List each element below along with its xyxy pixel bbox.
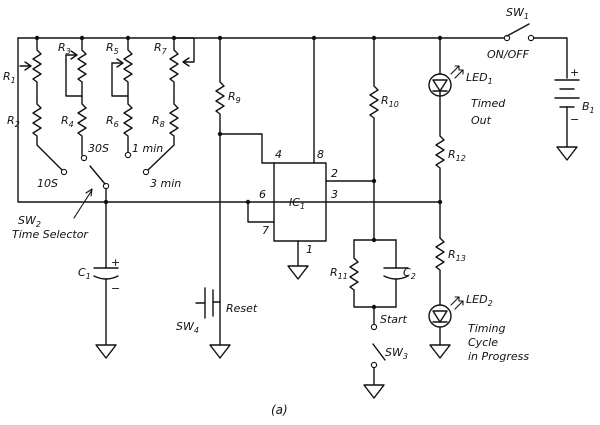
r7-potentiometer[interactable] [169,37,195,99]
c1-label: C1 [78,266,91,281]
capacitor-c1 [93,201,119,359]
label-1min: 1 min [132,142,163,155]
r2-resistor [32,97,68,176]
r6-label: R6 [106,114,119,129]
led2-label: LED2 [466,293,493,308]
r8-resistor [142,97,179,176]
battery-b1 [554,79,580,161]
cycle-label: Cycle [468,336,498,349]
r4-label: R4 [61,114,74,129]
label-10s: 10S [37,177,58,190]
r7-label: R7 [154,41,168,56]
pin-4: 4 [275,148,282,161]
r5-potentiometer[interactable] [111,37,133,97]
r11-resistor [349,239,397,308]
pin-7: 7 [262,224,269,237]
r10-resistor [369,37,379,241]
led1-timed-out [428,37,464,97]
led2-timing-cycle [428,296,464,359]
timed-label: Timed [471,97,506,110]
r3-label: R3 [58,41,71,56]
c2-label: C2 [403,266,416,281]
r12-label: R12 [448,148,466,163]
sw4-label: SW4 [176,320,199,335]
r2-label: R2 [7,114,20,129]
capacitor-c2 [383,239,409,308]
reset-label: Reset [226,302,258,315]
r3-potentiometer[interactable] [65,37,87,97]
r8-label: R8 [152,114,165,129]
b1-label: B1 [582,100,595,115]
sw4-reset-button[interactable] [195,287,231,359]
c1-plus: + [111,256,120,269]
r4-resistor [77,95,88,162]
sw3-start-switch[interactable] [363,306,386,399]
r12-resistor [435,95,445,239]
battery-minus: − [570,113,579,126]
label-3min: 3 min [150,177,181,190]
sw2-label: SW2 [18,214,41,229]
timing-label: Timing [468,322,506,335]
r1-label: R1 [3,70,16,85]
r13-label: R13 [448,248,466,263]
time-selector-label: Time Selector [12,228,89,241]
pin-6: 6 [259,188,266,201]
sw3-label: SW3 [385,346,408,361]
r9-resistor [215,37,225,303]
label-30s: 30S [88,142,109,155]
r9-label: R9 [228,90,241,105]
on-off-label: ON/OFF [487,48,530,61]
c1-minus: − [111,282,120,295]
sw1-on-off-switch[interactable] [503,23,568,79]
out-label: Out [471,114,492,127]
sw1-label: SW1 [506,6,529,21]
led1-label: LED1 [466,71,493,86]
ic1-label: IC1 [289,196,305,211]
top-rail [17,35,508,203]
start-label: Start [380,313,408,326]
r5-label: R5 [106,41,119,56]
r1-potentiometer[interactable] [19,37,42,99]
r6-resistor [123,95,133,159]
r13-resistor [435,237,445,306]
figure-caption: (a) [271,403,288,417]
pin-1: 1 [306,243,313,256]
pin-8: 8 [317,148,324,161]
pin4-wire [219,133,275,164]
pin-3: 3 [331,188,338,201]
in-progress-label: in Progress [468,350,529,363]
battery-plus: + [570,66,579,79]
r11-label: R11 [330,266,348,281]
sw2-time-selector[interactable] [73,165,110,219]
r10-label: R10 [381,94,399,109]
ic1-timer [245,37,443,280]
pin-2: 2 [331,167,338,180]
